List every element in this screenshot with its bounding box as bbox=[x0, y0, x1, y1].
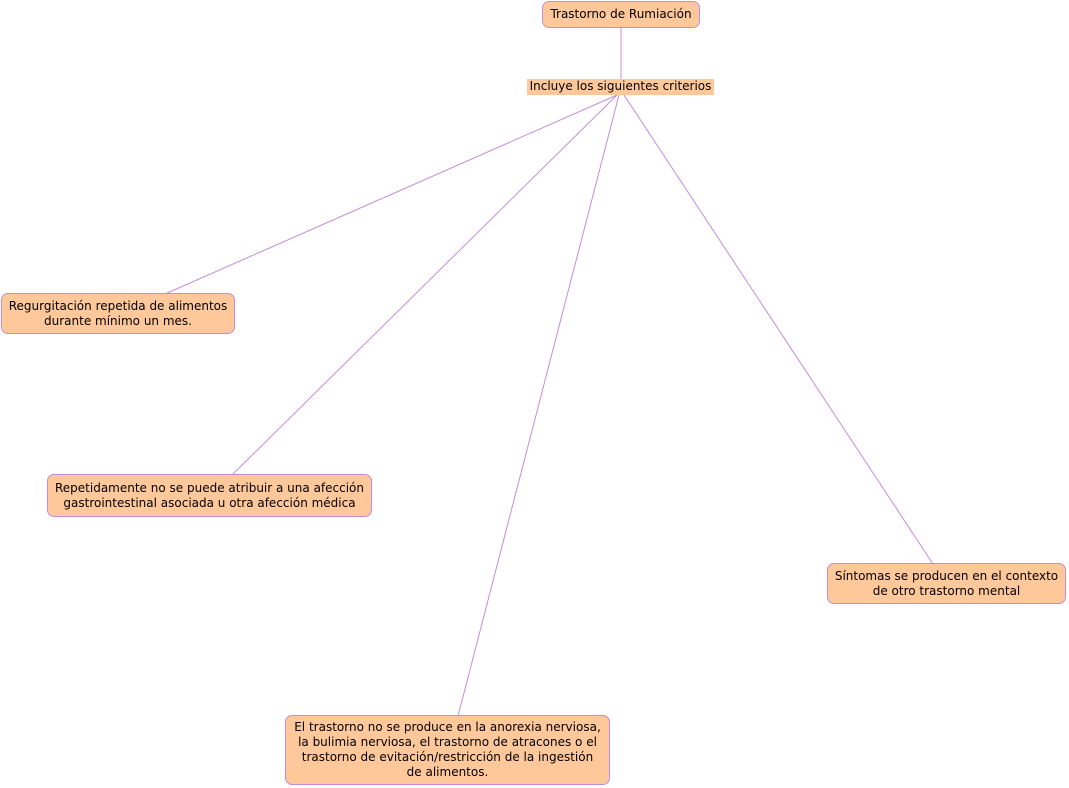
root-node-label: Trastorno de Rumiación bbox=[550, 7, 692, 21]
linking-phrase[interactable]: Incluye los siguientes criterios bbox=[527, 79, 714, 95]
connector-label-to-criterion-3 bbox=[457, 94, 620, 717]
root-node[interactable]: Trastorno de Rumiación bbox=[542, 1, 700, 28]
connector-label-to-criterion-2 bbox=[231, 94, 618, 476]
linking-phrase-text: Incluye los siguientes criterios bbox=[529, 79, 712, 93]
criterion-node[interactable]: Regurgitación repetida de alimentos dura… bbox=[1, 293, 235, 334]
criterion-node-label: El trastorno no se produce en la anorexi… bbox=[294, 720, 601, 779]
criterion-node[interactable]: El trastorno no se produce en la anorexi… bbox=[285, 715, 610, 785]
criterion-node-label: Repetidamente no se puede atribuir a una… bbox=[54, 480, 365, 510]
connector-label-to-criterion-1 bbox=[164, 94, 618, 295]
criterion-node-label: Síntomas se producen en el contexto de o… bbox=[834, 568, 1059, 598]
criterion-node-label: Regurgitación repetida de alimentos dura… bbox=[8, 298, 228, 328]
criterion-node[interactable]: Síntomas se producen en el contexto de o… bbox=[827, 563, 1066, 604]
criterion-node[interactable]: Repetidamente no se puede atribuir a una… bbox=[47, 474, 372, 517]
connector-label-to-criterion-4 bbox=[623, 94, 934, 565]
